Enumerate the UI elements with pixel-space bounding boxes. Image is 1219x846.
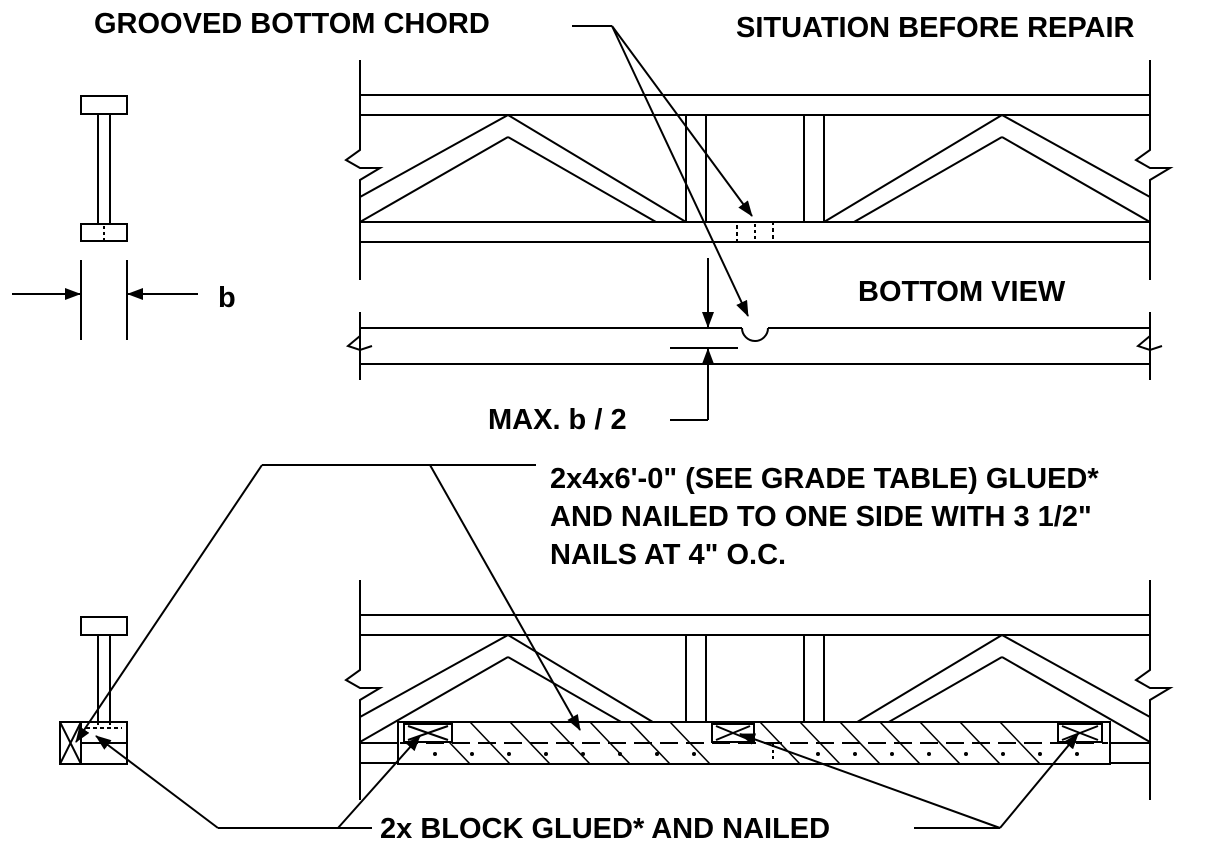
b-dimension-label: b (218, 282, 236, 314)
repair-note-line-3: NAILS AT 4" O.C. (550, 539, 787, 571)
situation-before-repair-title: SITUATION BEFORE REPAIR (736, 12, 1135, 44)
grooved-chord-leaders (572, 25, 753, 317)
repair-note: 2x4x6'-0" (SEE GRADE TABLE) GLUED* AND N… (550, 460, 1099, 574)
max-b-half-label: MAX. b / 2 (488, 404, 627, 436)
b-dimension (12, 260, 198, 340)
repair-note-line-2: AND NAILED TO ONE SIDE WITH 3 1/2" (550, 501, 1092, 533)
truss-before-repair (344, 60, 1174, 280)
section-view-before (80, 95, 128, 242)
repair-note-line-1: 2x4x6'-0" (SEE GRADE TABLE) GLUED* (550, 463, 1099, 495)
repair-note-leaders (75, 464, 581, 743)
truss-after-repair (344, 580, 1174, 800)
bottom-view-chord (345, 312, 1163, 380)
repair-scab-2x4 (397, 721, 1111, 765)
bottom-view-label: BOTTOM VIEW (858, 276, 1066, 308)
section-view-after (59, 616, 128, 765)
block-note-label: 2x BLOCK GLUED* AND NAILED (380, 813, 831, 845)
max-b-half-dimension (670, 258, 738, 421)
grooved-bottom-chord-label: GROOVED BOTTOM CHORD (94, 8, 490, 40)
block-note-leaders (95, 733, 1079, 829)
